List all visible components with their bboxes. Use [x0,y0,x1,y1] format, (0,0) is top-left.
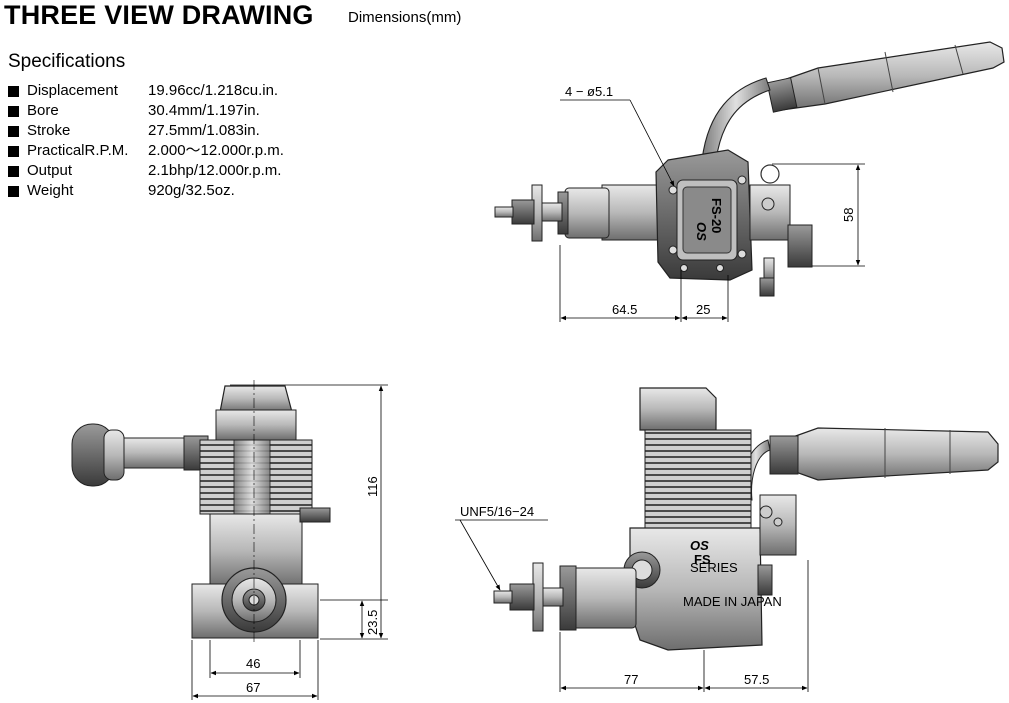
spec-row-displacement: Displacement 19.96cc/1.218cu.in. [8,81,284,101]
spec-label: Bore [27,102,59,119]
spec-label: Weight [27,182,74,199]
page-title: THREE VIEW DRAWING [4,0,314,30]
bullet-square-icon [8,185,19,197]
spec-value: 30.4mm/1.197in. [148,102,260,119]
spec-value: 27.5mm/1.083in. [148,122,260,139]
side-dimensions: 77 57.5 [559,560,809,692]
side-series-sub: SERIES [690,560,738,575]
spec-value: 19.96cc/1.218cu.in. [148,82,279,99]
top-dim-left: 64.5 [612,302,637,317]
bullet-square-icon [8,165,19,177]
front-view: 116 23.5 46 67 [71,380,388,700]
spec-row-bore: Bore 30.4mm/1.197in. [8,101,284,121]
side-dim-left: 77 [624,672,638,687]
top-view: OS FS-20 64.5 25 [494,41,1005,322]
spec-value: 2.1bhp/12.000r.p.m. [148,162,282,179]
dimensions-unit-label: Dimensions(mm) [348,9,462,26]
top-dim-right: 25 [696,302,710,317]
top-dimensions: 64.5 25 58 4 − ø5.1 [559,84,865,322]
spec-row-weight: Weight 920g/32.5oz. [8,181,284,201]
spec-row-output: Output 2.1bhp/12.000r.p.m. [8,161,284,181]
front-muffler [71,423,209,487]
front-dimensions: 116 23.5 46 67 [191,384,388,700]
spec-row-rpm: PracticalR.P.M. 2.000〜12.000r.p.m. [8,141,284,161]
spec-label: PracticalR.P.M. [27,142,129,159]
side-made-in: MADE IN JAPAN [683,594,782,609]
muffler [701,41,1005,161]
specifications-heading: Specifications [8,51,126,72]
bullet-square-icon [8,145,19,157]
front-dim-lower: 23.5 [365,610,380,635]
top-engine-logo: OS [694,222,709,241]
bullet-square-icon [8,125,19,137]
spec-value: 920g/32.5oz. [148,182,235,199]
front-dim-inner-width: 46 [246,656,260,671]
side-muffler [741,427,999,501]
spec-label: Stroke [27,122,71,139]
side-series-label: FS [694,552,711,567]
spec-row-stroke: Stroke 27.5mm/1.083in. [8,121,284,141]
bullet-square-icon [8,85,19,97]
thread-label: UNF5/16−24 [460,504,534,519]
side-dim-right: 57.5 [744,672,769,687]
front-dim-outer-width: 67 [246,680,260,695]
spec-value: 2.000〜12.000r.p.m. [148,142,284,159]
engine-top-body: OS FS-20 [494,149,813,297]
top-engine-model: FS-20 [709,198,724,233]
side-view: OS FS SERIES MADE IN JAPAN UNF5/16−24 77… [455,387,999,692]
specifications-list: Displacement 19.96cc/1.218cu.in. Bore 30… [8,81,284,201]
top-dim-height: 58 [841,208,856,222]
bullet-square-icon [8,105,19,117]
front-dim-height: 116 [365,476,380,497]
spec-label: Output [27,162,73,179]
mount-holes-label: 4 − ø5.1 [565,84,613,99]
spec-label: Displacement [27,82,118,99]
side-series-logo: OS [690,538,709,553]
